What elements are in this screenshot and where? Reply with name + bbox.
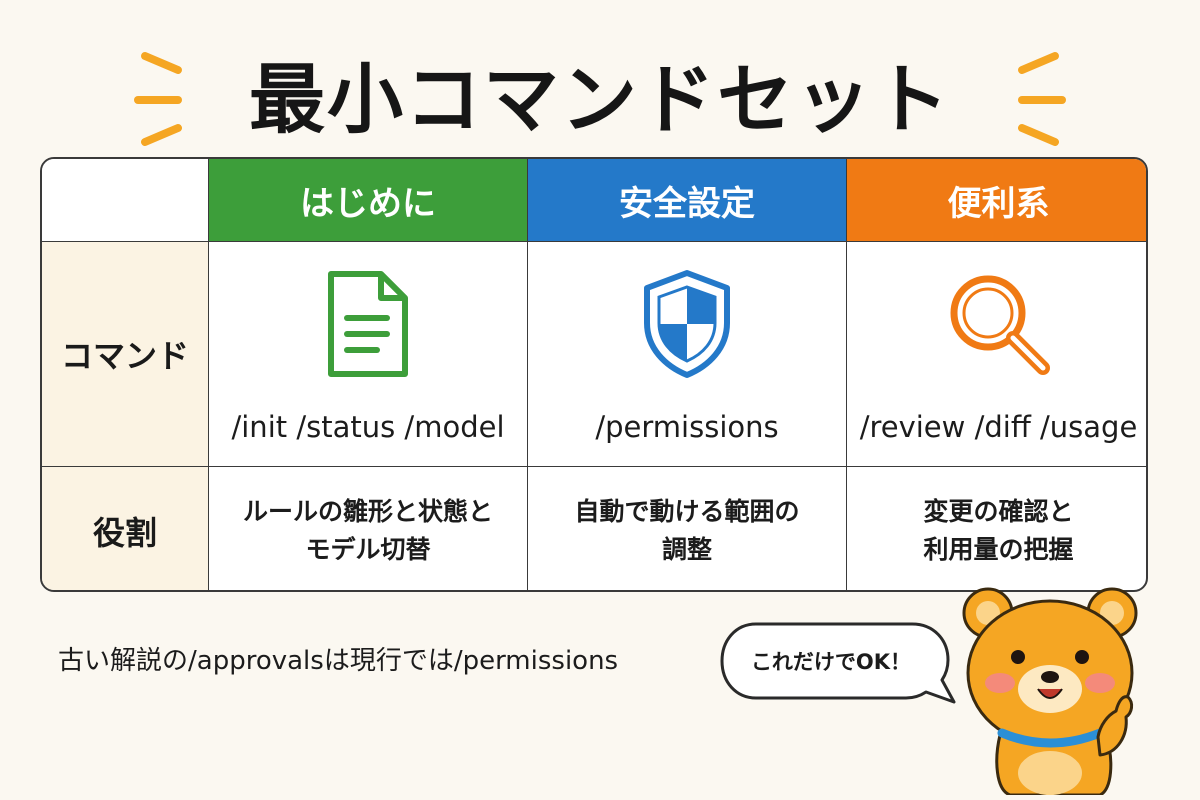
magnifier-icon bbox=[943, 268, 1055, 380]
role-text-utility: 変更の確認と 利用量の把握 bbox=[923, 497, 1074, 564]
command-cell-safety: /permissions bbox=[528, 242, 847, 467]
row-header-roles: 役割 bbox=[42, 467, 209, 590]
command-cell-getting-started: /init /status /model bbox=[209, 242, 528, 467]
sparkle-right-1 bbox=[1018, 52, 1059, 74]
sparkle-left-3 bbox=[141, 124, 182, 146]
page-title: 最小コマンドセット bbox=[249, 55, 951, 144]
role-cell-utility: 変更の確認と 利用量の把握 bbox=[847, 467, 1146, 590]
shield-icon bbox=[639, 268, 735, 380]
role-text-getting-started: ルールの雛形と状態と モデル切替 bbox=[242, 497, 493, 564]
speech-bubble: これだけでOK！ bbox=[716, 620, 956, 720]
bear-mascot bbox=[962, 587, 1138, 795]
role-cell-safety: 自動で動ける範囲の 調整 bbox=[528, 467, 847, 590]
column-header-safety: 安全設定 bbox=[528, 159, 847, 242]
column-header-utility: 便利系 bbox=[847, 159, 1146, 242]
command-cell-utility: /review /diff /usage bbox=[847, 242, 1146, 467]
command-list-safety: /permissions bbox=[595, 410, 779, 444]
speech-bubble-text: これだけでOK！ bbox=[750, 650, 912, 674]
document-icon bbox=[325, 268, 411, 380]
role-cell-getting-started: ルールの雛形と状態と モデル切替 bbox=[209, 467, 528, 590]
command-table: はじめに 安全設定 便利系 コマンド /init /status /model bbox=[40, 157, 1148, 592]
command-list-utility: /review /diff /usage bbox=[859, 410, 1138, 444]
role-text-safety: 自動で動ける範囲の 調整 bbox=[574, 497, 800, 564]
table-corner-cell bbox=[42, 159, 209, 242]
footnote: 古い解説の/approvalsは現行では/permissions bbox=[58, 646, 619, 676]
sparkle-right-3 bbox=[1018, 124, 1059, 146]
command-list-getting-started: /init /status /model bbox=[231, 410, 505, 444]
row-header-commands: コマンド bbox=[42, 242, 209, 467]
sparkle-left-1 bbox=[141, 52, 182, 74]
column-header-getting-started: はじめに bbox=[209, 159, 528, 242]
title-sparkles bbox=[134, 52, 1066, 146]
